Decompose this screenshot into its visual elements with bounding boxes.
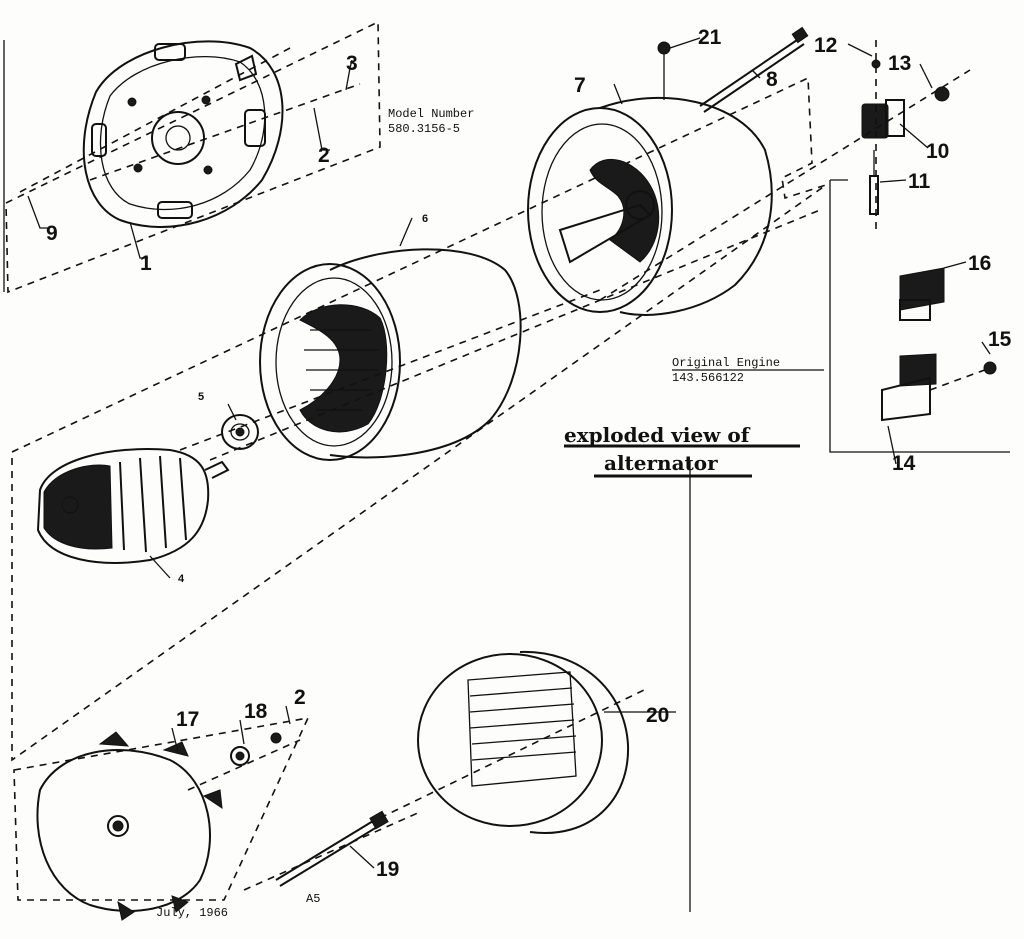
original-engine-value: 143.566122 (672, 371, 744, 385)
callout-11: 11 (908, 170, 931, 193)
callout-2-lower: 2 (294, 686, 306, 709)
part-thru-bolt-lower (275, 810, 389, 887)
part-end-bell (82, 40, 284, 228)
callout-20: 20 (646, 704, 669, 727)
callout-19: 19 (376, 858, 399, 881)
callout-5: 5 (198, 391, 204, 403)
callout-8: 8 (766, 68, 778, 91)
boundary-fan-group (13, 716, 310, 901)
callout-2-upper: 2 (318, 144, 330, 167)
leader-lines (27, 37, 991, 869)
callout-12: 12 (814, 34, 837, 57)
title-line-2: alternator (604, 451, 718, 475)
callout-4: 4 (178, 573, 185, 585)
boundary-main-assembly (11, 76, 827, 762)
part-housing (527, 97, 773, 316)
page-code: A5 (306, 892, 320, 906)
part-fan-shroud (417, 650, 630, 834)
boundary-endbell-group (5, 20, 381, 294)
callout-1: 1 (140, 252, 152, 275)
callout-18: 18 (244, 700, 268, 723)
callout-13: 13 (888, 52, 911, 75)
model-number-value: 580.3156-5 (388, 122, 460, 136)
callout-7: 7 (574, 74, 586, 97)
part-bearing (221, 414, 259, 450)
callout-3: 3 (346, 52, 358, 75)
boundary-rectifier-group (829, 179, 1010, 453)
part-brush-holder (861, 40, 950, 232)
callout-14: 14 (892, 452, 916, 475)
callout-10: 10 (926, 140, 949, 163)
original-engine-label: Original Engine (672, 356, 780, 370)
part-fan (36, 731, 223, 921)
assembly-axes (19, 47, 971, 891)
title-line-1: exploded view of (564, 423, 751, 447)
callout-6: 6 (422, 213, 428, 225)
callout-21: 21 (698, 26, 722, 49)
part-spacer (230, 732, 282, 766)
part-screw-21 (657, 41, 671, 100)
callout-9: 9 (46, 222, 58, 245)
part-thru-bolt-upper (699, 26, 809, 113)
date-note: July, 1966 (156, 906, 228, 920)
callout-15: 15 (988, 328, 1012, 351)
model-number-label: Model Number (388, 107, 474, 121)
part-rotor (36, 448, 230, 564)
callout-17: 17 (176, 708, 199, 731)
part-stator (259, 248, 522, 461)
callout-16: 16 (968, 252, 991, 275)
part-rectifier (881, 267, 997, 422)
